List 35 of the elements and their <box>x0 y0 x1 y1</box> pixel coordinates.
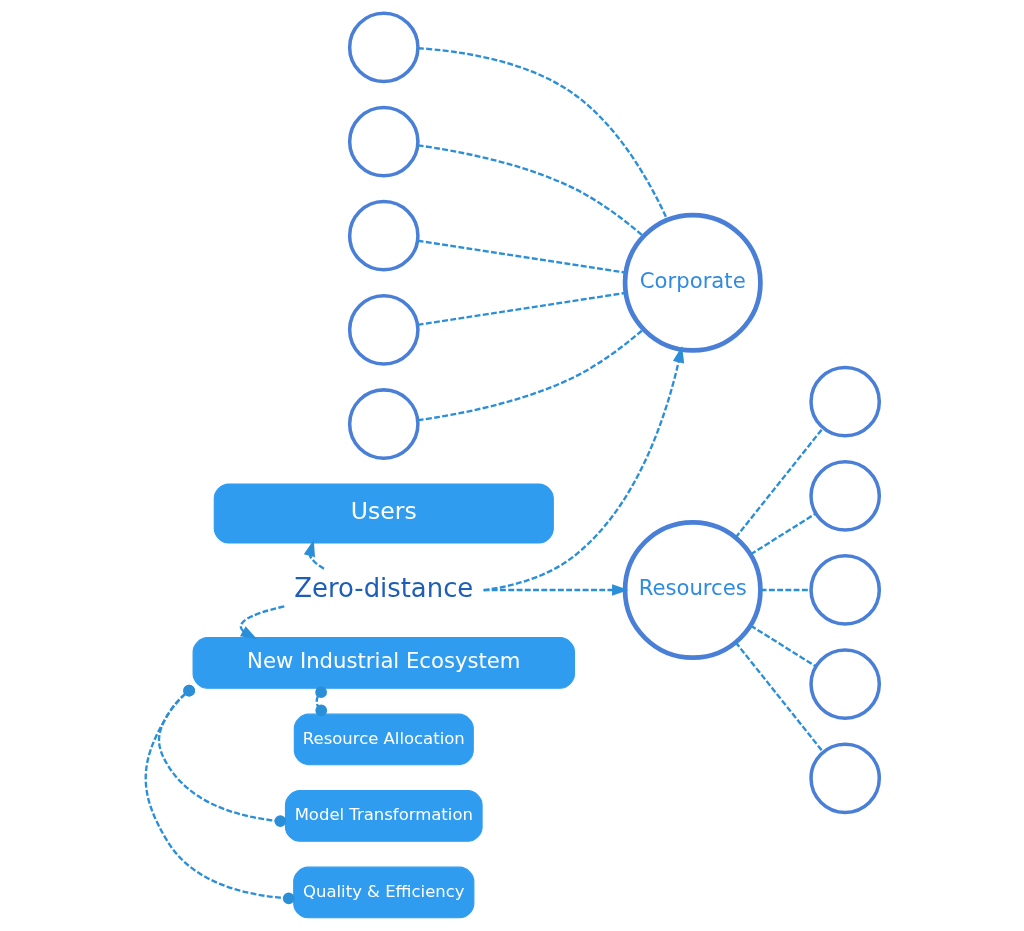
node-text: Zero-distance <box>293 572 473 603</box>
node-circle: Resources <box>622 519 763 660</box>
connector <box>314 686 327 717</box>
node-circle <box>808 554 881 626</box>
node-box: Users <box>213 483 554 544</box>
node-circle <box>808 648 881 721</box>
node-box: Model Transformation <box>284 790 483 842</box>
connector <box>417 239 626 274</box>
node-circle <box>347 105 420 178</box>
connector <box>760 588 811 592</box>
connector <box>734 427 824 539</box>
node-box: Quality & Efficiency <box>292 866 474 919</box>
connector <box>417 47 668 221</box>
connector <box>749 512 816 556</box>
connector <box>157 684 286 827</box>
connector <box>417 328 644 422</box>
connector <box>417 291 626 326</box>
arrow <box>303 539 325 570</box>
node-circle <box>347 11 420 84</box>
node-circle <box>808 365 881 438</box>
node-circle <box>808 742 881 815</box>
connector <box>749 624 816 668</box>
arrow <box>239 605 285 640</box>
connector <box>144 684 295 905</box>
node-box: Resource Allocation <box>293 713 474 766</box>
connector <box>734 641 824 753</box>
node-circle <box>347 199 420 272</box>
arrow <box>482 346 684 592</box>
node-circle: Corporate <box>622 212 763 353</box>
arrow <box>483 584 629 596</box>
connector <box>417 144 644 237</box>
node-box: New Industrial Ecosystem <box>192 637 575 689</box>
node-circle <box>347 293 420 366</box>
node-circle <box>808 459 881 532</box>
node-circle <box>347 388 420 460</box>
